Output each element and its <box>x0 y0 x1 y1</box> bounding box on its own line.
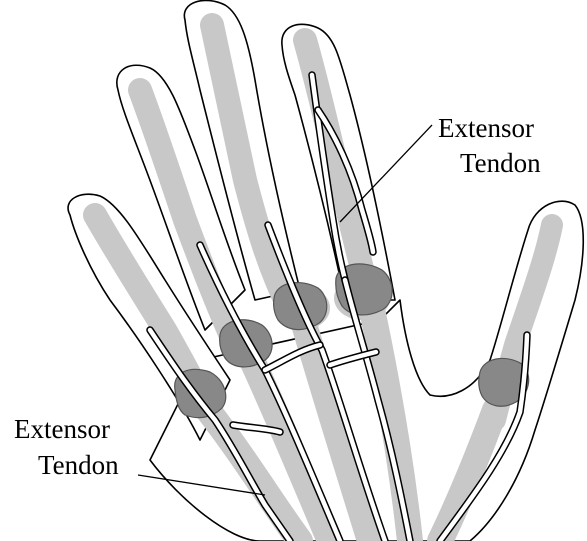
label-lower-line1: Extensor <box>14 414 110 444</box>
label-upper-line2: Tendon <box>460 148 541 178</box>
label-lower-line2: Tendon <box>38 450 119 480</box>
label-upper-line1: Extensor <box>438 113 534 143</box>
